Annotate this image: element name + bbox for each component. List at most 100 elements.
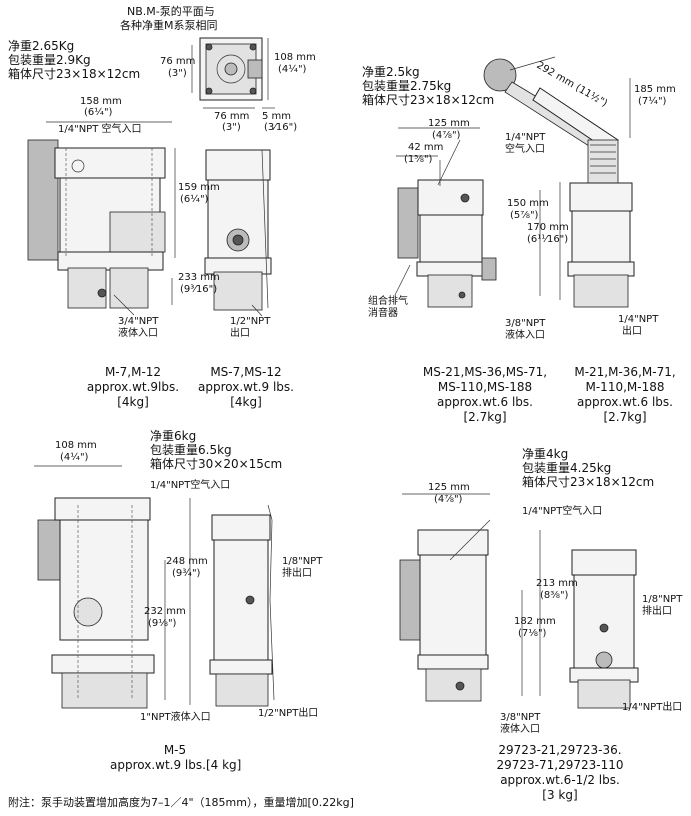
dim-108-in: (4¼") (278, 64, 307, 75)
p29723-exhaust-label: 排出口 (642, 606, 672, 617)
m7-liquid-npt: 3/4"NPT (118, 316, 159, 327)
m5-exhaust-label: 排出口 (282, 568, 312, 579)
dim-76v-in: (3") (168, 68, 187, 79)
ms21-pack-weight: 包装重量2.75kg (362, 79, 452, 93)
p29723-exhaust-npt: 1/8"NPT (642, 594, 683, 605)
dim-76h-in: (3") (222, 122, 241, 133)
ms21-dim-42: 42 mm (408, 142, 444, 153)
m5-dim-248-in: (9¾") (172, 568, 201, 579)
caption-ms21-line4: [2.7kg] (463, 410, 507, 424)
p29723-side-view (399, 493, 541, 702)
caption-ms21-line1: MS-21,MS-36,MS-71, (422, 365, 548, 379)
dim-76h: 76 mm (214, 111, 250, 122)
p29723-dim-125: 125 mm (428, 482, 470, 493)
m5-front-view (209, 504, 275, 707)
ms21-liquid-npt: 3/8"NPT (505, 318, 546, 329)
caption-m21-line4: [2.7kg] (603, 410, 647, 424)
caption-m7-line2: approx.wt.9lbs. (86, 380, 180, 394)
m7-outlet-npt: 1/2"NPT (230, 316, 271, 327)
ms21-side-view (394, 127, 497, 308)
caption-m21-line1: M-21,M-36,M-71, (574, 365, 676, 379)
note-top-line1: NB.M-泵的平面与 (127, 5, 215, 18)
caption-m5-line1: M-5 (163, 743, 187, 757)
caption-ms21-line2: MS-110,MS-188 (437, 380, 533, 394)
caption-ms7-line1: MS-7,MS-12 (210, 365, 282, 379)
m5-dim-232: 232 mm (144, 606, 186, 617)
caption-m21-line3: approx.wt.6 lbs. (577, 395, 673, 409)
ms21-dim-125-in: (4⅞") (432, 130, 461, 141)
m5-box-size: 箱体尺寸30×20×15cm (150, 457, 283, 471)
caption-m21-line2: M-110,M-188 (585, 380, 665, 394)
ms21-outlet-npt: 1/4"NPT (618, 314, 659, 325)
m7-dim-233: 233 mm (178, 272, 220, 283)
p29723-dim-213-in: (8⅜") (540, 590, 569, 601)
m5-dim-108-in: (4¼") (60, 452, 89, 463)
m5-outlet: 1/2"NPT出口 (258, 708, 319, 719)
ms21-outlet-label: 出口 (622, 326, 642, 337)
ms21-dim-185: 185 mm (634, 84, 676, 95)
m7-side-view (27, 121, 176, 316)
m5-pack-weight: 包装重量6.5kg (150, 443, 232, 457)
ms21-dim-170: 170 mm (527, 222, 569, 233)
caption-ms21-line3: approx.wt.6 lbs. (437, 395, 533, 409)
ms21-muffler-line2: 消音器 (368, 308, 398, 319)
caption-ms7-line2: approx.wt.9 lbs. (198, 380, 294, 394)
ms21-dim-170-in: (6¹¹⁄16") (527, 234, 569, 245)
m7-dim-158: 158 mm (80, 96, 122, 107)
p29723-front-view (569, 549, 639, 709)
m7-net-weight: 净重2.65Kg (8, 39, 75, 53)
m7-box-size: 箱体尺寸23×18×12cm (8, 67, 141, 81)
p29723-liquid-label: 液体入口 (500, 724, 540, 735)
m7-air-inlet: 1/4"NPT 空气入口 (58, 124, 142, 135)
ms21-dim-150-in: (5⅞") (510, 210, 539, 221)
ms21-muffler-line1: 组合排气 (368, 296, 408, 307)
note-top-line2: 各种净重M系泵相同 (120, 19, 218, 32)
m5-net-weight: 净重6kg (150, 429, 197, 443)
ms21-air-npt: 1/4"NPT (505, 132, 546, 143)
ms21-dim-42-in: (1⅝") (404, 154, 433, 165)
p29723-dim-182-in: (7⅛") (518, 628, 547, 639)
m5-liquid-inlet: 1"NPT液体入口 (140, 712, 211, 723)
ms7-front-view (204, 149, 272, 317)
dim-5: 5 mm (262, 111, 292, 122)
ms21-dim-125: 125 mm (428, 118, 470, 129)
p29723-outlet: 1/4"NPT出口 (622, 702, 683, 713)
ms21-box-size: 箱体尺寸23×18×12cm (362, 93, 495, 107)
caption-29723-line2: 29723-71,29723-110 (496, 758, 624, 772)
m5-side-view (34, 465, 191, 709)
m7-dim-158-in: (6¼") (84, 107, 113, 118)
m5-dim-232-in: (9⅛") (148, 618, 177, 629)
m7-pack-weight: 包装重量2.9Kg (8, 53, 91, 67)
caption-29723-line1: 29723-21,29723-36. (498, 743, 622, 757)
m7-liquid-label: 液体入口 (118, 328, 158, 339)
m7-dim-159-in: (6¼") (180, 194, 209, 205)
p29723-box-size: 箱体尺寸23×18×12cm (522, 475, 655, 489)
footnote: 附注：泵手动装置增加高度为7–1／4"（185mm），重量增加[0.22kg] (8, 796, 354, 809)
p29723-dim-125-in: (4⅞") (434, 494, 463, 505)
caption-29723-line3: approx.wt.6-1/2 lbs. (500, 773, 620, 787)
dim-5-in: (3⁄16") (264, 122, 298, 133)
ms21-dim-185-in: (7¼") (638, 96, 667, 107)
m5-dim-108: 108 mm (55, 440, 97, 451)
caption-m7-line3: [4kg] (117, 395, 149, 409)
m7-outlet-label: 出口 (230, 328, 250, 339)
m7-dim-159: 159 mm (178, 182, 220, 193)
ms21-dim-150: 150 mm (507, 198, 549, 209)
m5-air-inlet: 1/4"NPT空气入口 (150, 480, 231, 491)
m7-dim-233-in: (9³⁄16") (180, 284, 218, 295)
p29723-liquid-npt: 3/8"NPT (500, 712, 541, 723)
p29723-net-weight: 净重4kg (522, 447, 569, 461)
p29723-dim-182: 182 mm (514, 616, 556, 627)
caption-m5-line2: approx.wt.9 lbs.[4 kg] (110, 758, 242, 772)
caption-ms7-line3: [4kg] (230, 395, 262, 409)
p29723-dim-213: 213 mm (536, 578, 578, 589)
dim-76v: 76 mm (160, 56, 196, 67)
m5-dim-248: 248 mm (166, 556, 208, 567)
top-plan-view (191, 37, 275, 109)
m5-exhaust-npt: 1/8"NPT (282, 556, 323, 567)
dim-108: 108 mm (274, 52, 316, 63)
caption-29723-line4: [3 kg] (542, 788, 578, 802)
ms21-liquid-label: 液体入口 (505, 330, 545, 341)
caption-m7-line1: M-7,M-12 (104, 365, 162, 379)
